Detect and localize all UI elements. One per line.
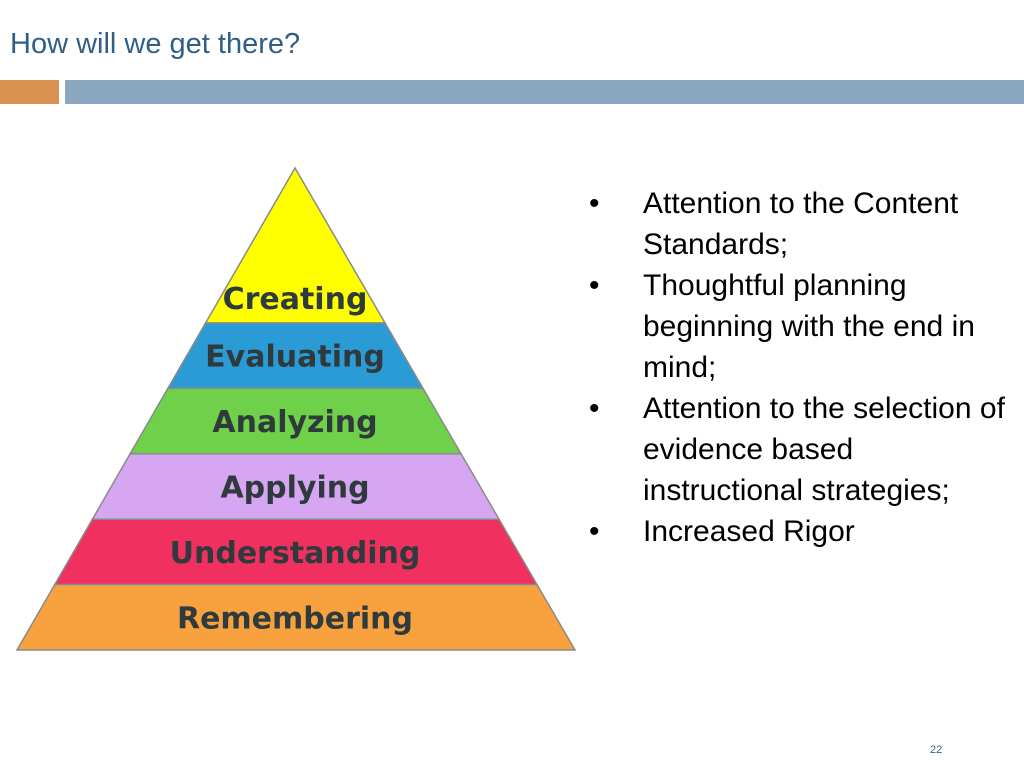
bullet-text: Attention to the Content Standards; — [643, 187, 959, 261]
page-number: 22 — [930, 744, 943, 756]
title-rule-bar — [65, 80, 1024, 104]
bullet-text: Thoughtful planning beginning with the e… — [643, 269, 975, 384]
bullet-dot: • — [589, 269, 600, 302]
pyramid-label-analyzing: Analyzing — [212, 405, 377, 440]
bullet-dot: • — [589, 187, 600, 220]
pyramid-label-remembering: Remembering — [177, 601, 413, 636]
pyramid-level-remembering — [15, 583, 577, 651]
bullet-item: • Thoughtful planning beginning with the … — [585, 265, 1005, 388]
bullet-dot: • — [589, 392, 600, 425]
pyramid-label-evaluating: Evaluating — [205, 340, 385, 375]
bullet-item: • Attention to the Content Standards; — [585, 183, 1005, 265]
accent-bar — [0, 80, 59, 104]
bloom-pyramid: CreatingEvaluatingAnalyzingApplyingUnder… — [15, 166, 577, 651]
bullet-list: • Attention to the Content Standards; • Th… — [585, 183, 1005, 552]
pyramid-label-applying: Applying — [220, 471, 369, 506]
bullet-item: • Increased Rigor — [585, 511, 1005, 552]
bullet-dot: • — [589, 515, 600, 548]
pyramid-label-creating: Creating — [223, 282, 368, 317]
pyramid-label-understanding: Understanding — [170, 536, 421, 571]
bullet-text: Increased Rigor — [643, 515, 855, 548]
bullet-text: Attention to the selection of evidence b… — [643, 392, 1005, 507]
slide-title: How will we get there? — [10, 28, 301, 60]
bullet-item: • Attention to the selection of evidence … — [585, 388, 1005, 511]
